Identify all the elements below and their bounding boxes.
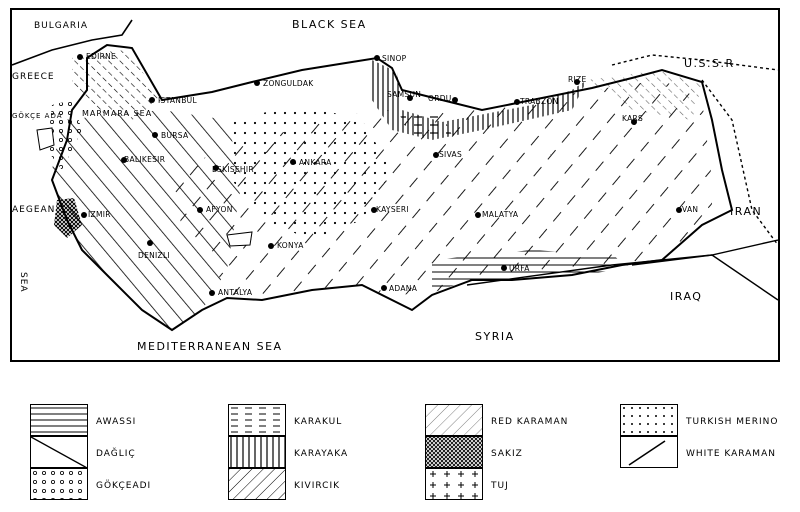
city-balikesir: BALIKESIR: [124, 155, 166, 164]
iran-border: [701, 79, 778, 246]
iraq-border: [631, 254, 778, 301]
city-dots: [77, 54, 682, 296]
legend-label: WHITE KARAMAN: [686, 449, 776, 459]
map-drawing: [12, 19, 778, 332]
city-kayseri: KAYSERI: [376, 205, 409, 214]
region-awassi: [432, 250, 632, 290]
city-denizli: DENIZLI: [138, 251, 170, 260]
aegean-label: AEGEAN: [12, 205, 56, 215]
region-daglic: [52, 110, 242, 330]
tuj-swatch: [425, 468, 483, 500]
legend-label: RED KARAMAN: [491, 417, 569, 427]
city-trabzon: TRABZON: [520, 97, 559, 106]
city-edirne: EDIRNE: [86, 52, 117, 61]
gokceadi-swatch: [30, 468, 88, 500]
black-sea-coast: [12, 19, 133, 66]
mediterranean-label: MEDITERRANEAN SEA: [137, 340, 283, 353]
ussr-label: U.S.S.R: [684, 57, 735, 70]
legend-label: TURKISH MERINO: [686, 417, 779, 427]
legend-label: DAĞLIÇ: [96, 449, 136, 459]
greece-label: GREECE: [12, 72, 55, 82]
region-sakiz: [54, 198, 82, 238]
region-red-karaman: [587, 70, 702, 120]
legend-label: AWASSI: [96, 417, 137, 427]
iraq-label: IRAQ: [670, 290, 703, 303]
island: [226, 231, 253, 247]
legend-label: KARAYAKA: [294, 449, 349, 459]
karayaka-swatch: [228, 436, 286, 468]
city-afyon: AFYON: [206, 205, 233, 214]
city-bursa: BURSA: [161, 131, 189, 140]
city-sinop: SINOP: [382, 54, 407, 63]
karakul-swatch: [228, 404, 286, 436]
white-karaman-swatch: [620, 436, 678, 468]
city-rize: RIZE: [568, 75, 587, 84]
city-adana: ADANA: [389, 284, 418, 293]
region-kivircik: [72, 50, 162, 120]
legend-label: GÖKÇEADI: [96, 481, 152, 491]
gokce-ada-label: GÖKÇE ADA: [12, 112, 63, 120]
city-urfa: URFA: [509, 264, 530, 273]
city-istanbul: ISTANBUL: [158, 96, 197, 105]
region-gokceadi: [47, 100, 82, 170]
bulgaria-label: BULGARIA: [34, 21, 88, 31]
legend-label: KARAKUL: [294, 417, 343, 427]
island: [36, 127, 55, 151]
city-sivas: SIVAS: [439, 150, 463, 159]
kivircik-swatch: [228, 468, 286, 500]
legend-label: TUJ: [491, 481, 509, 491]
legend-label: SAKIZ: [491, 449, 523, 459]
city-ankara: ANKARA: [299, 158, 332, 167]
region-turkish-merino: [227, 105, 392, 240]
awassi-swatch: [30, 404, 88, 436]
ussr-border: [611, 54, 778, 71]
marmara-sea-label: MARMARA SEA: [82, 109, 153, 118]
city-kars: KARS: [622, 114, 644, 123]
map-frame: BLACK SEA BULGARIA GREECE GÖKÇE ADA MARM…: [10, 8, 780, 362]
syria-label: SYRIA: [475, 330, 515, 343]
iran-label: IRAN: [730, 205, 763, 218]
city-van: VAN: [682, 205, 699, 214]
red-karaman-swatch: [425, 404, 483, 436]
city-izmir: IZMIR: [88, 210, 111, 219]
daglic-swatch: [30, 436, 88, 468]
legend-label: KIVIRCIK: [294, 481, 341, 491]
city-eskisehir: ESKISEHIR: [212, 165, 254, 174]
region-karakul: [397, 110, 452, 138]
turkish-merino-swatch: [620, 404, 678, 436]
city-malatya: MALATYA: [482, 210, 519, 219]
city-konya: KONYA: [277, 241, 304, 250]
city-ordu: ORDU: [428, 94, 452, 103]
city-samsun: SAMSUN: [387, 90, 422, 99]
black-sea-label: BLACK SEA: [292, 18, 367, 31]
sea-vertical-label: SEA: [18, 272, 28, 293]
city-zonguldak: ZONGULDAK: [263, 79, 314, 88]
city-antalya: ANTALYA: [218, 288, 253, 297]
sakiz-swatch: [425, 436, 483, 468]
legend: AWASSI DAĞLIÇ GÖKÇEADI KARAKUL KARAYAKA …: [0, 392, 800, 512]
